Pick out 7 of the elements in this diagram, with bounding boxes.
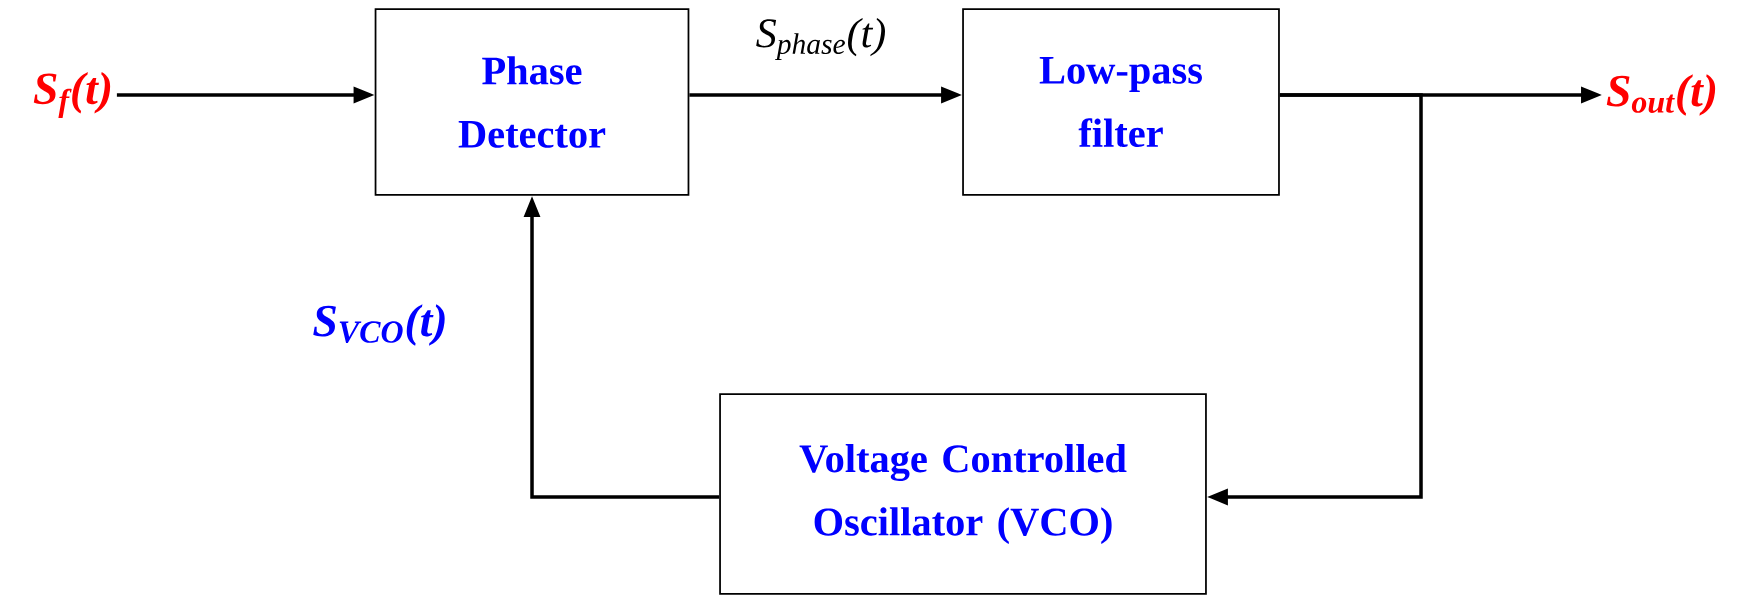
- process-box: Voltage Controlled Oscillator (VCO): [719, 393, 1207, 595]
- edge-label: S$_{VCO}$(t): [313, 304, 445, 346]
- signal-label: S$_{out}$(t): [1606, 74, 1716, 116]
- process-box: Low-pass filter: [962, 8, 1280, 196]
- signal-label: S$_{f}$(t): [33, 72, 111, 118]
- edge-label: S$_{phase}$(t): [756, 17, 885, 61]
- process-box: Phase Detector: [374, 8, 690, 196]
